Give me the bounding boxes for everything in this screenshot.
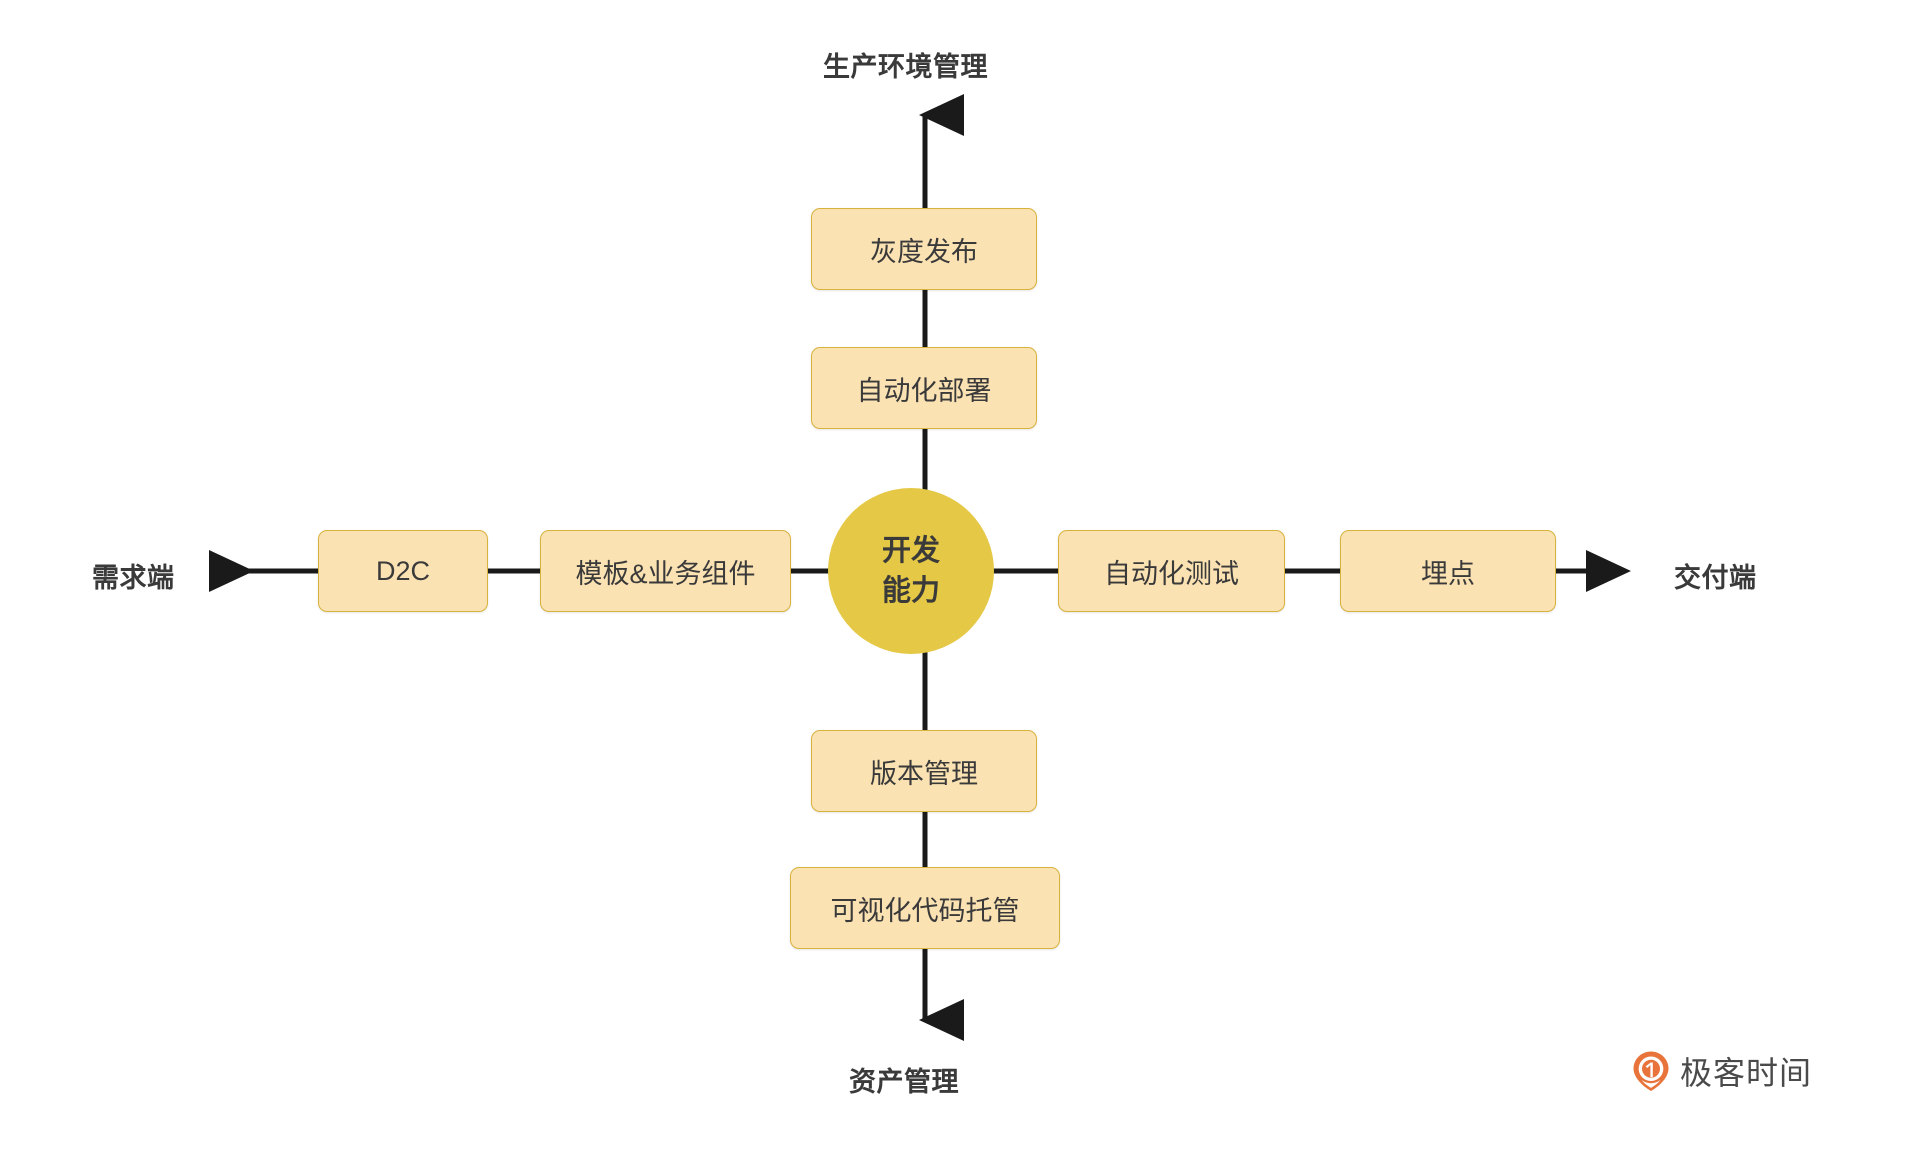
node-d2c[interactable]: D2C	[318, 530, 488, 612]
center-node-development-capability[interactable]: 开发 能力	[828, 488, 994, 654]
center-node-line2: 能力	[881, 575, 940, 607]
node-event-tracking[interactable]: 埋点	[1340, 530, 1556, 612]
node-visual-code-hosting[interactable]: 可视化代码托管	[790, 867, 1060, 949]
node-gray-release[interactable]: 灰度发布	[811, 208, 1037, 290]
axis-label-left: 需求端	[92, 563, 175, 593]
brand-logo: 极客时间	[1632, 1048, 1812, 1094]
center-node-line1: 开发	[881, 534, 940, 567]
node-auto-deploy[interactable]: 自动化部署	[811, 347, 1037, 429]
geekbang-pin-icon	[1633, 1051, 1669, 1091]
axis-label-top: 生产环境管理	[823, 52, 988, 82]
node-template-business-components[interactable]: 模板&业务组件	[540, 530, 791, 612]
axis-label-right: 交付端	[1674, 563, 1757, 593]
brand-name: 极客时间	[1680, 1055, 1813, 1091]
axis-label-bottom: 资产管理	[849, 1067, 959, 1097]
node-automated-testing[interactable]: 自动化测试	[1058, 530, 1285, 612]
node-version-management[interactable]: 版本管理	[811, 730, 1037, 812]
